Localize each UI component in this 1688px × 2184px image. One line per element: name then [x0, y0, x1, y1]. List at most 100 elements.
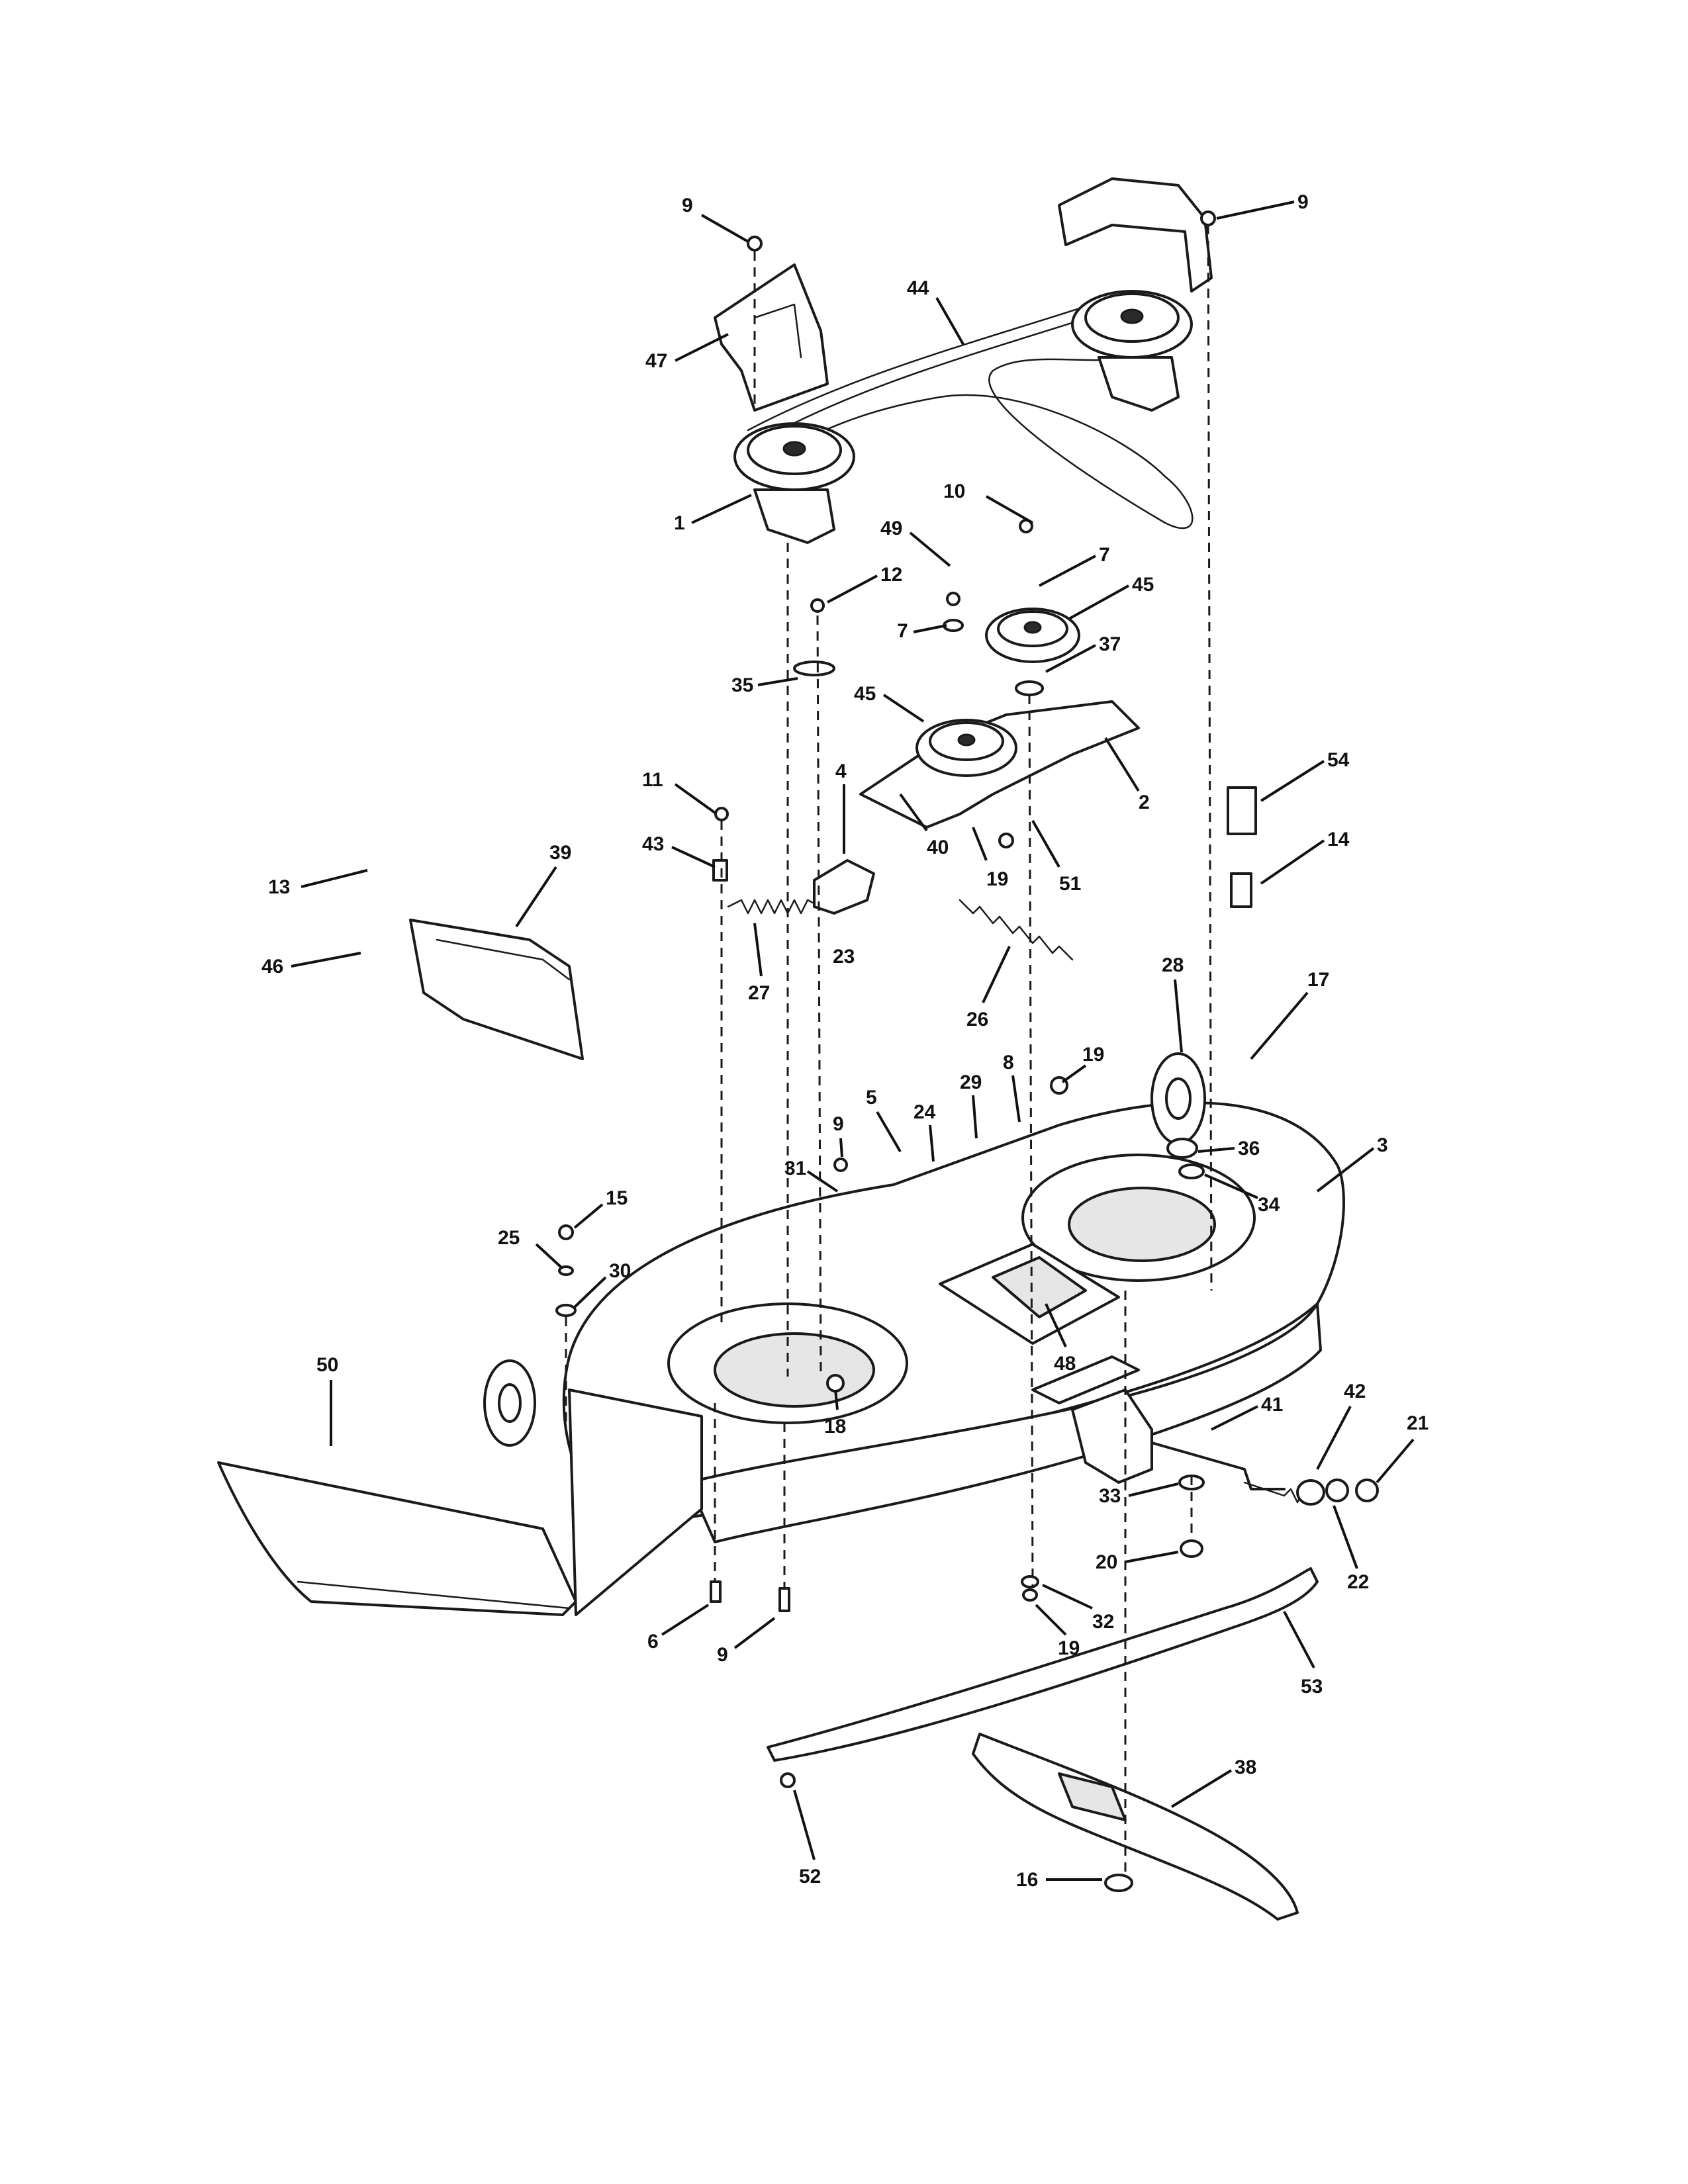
svg-text:7: 7 — [897, 620, 908, 642]
svg-text:3: 3 — [1377, 1134, 1388, 1156]
svg-text:17: 17 — [1307, 969, 1329, 991]
svg-text:43: 43 — [642, 833, 664, 855]
callout-16: 16 — [1016, 1869, 1102, 1891]
callout-37: 37 — [1045, 633, 1121, 673]
callout-24: 24 — [914, 1101, 936, 1162]
svg-text:20: 20 — [1096, 1551, 1117, 1573]
spindle-pulley-left — [733, 422, 855, 544]
callout-28: 28 — [1162, 954, 1184, 1053]
svg-text:26: 26 — [966, 1009, 988, 1030]
svg-text:24: 24 — [914, 1101, 936, 1123]
callout-6: 6 — [647, 1604, 710, 1653]
callout-14: 14 — [1260, 829, 1350, 885]
svg-text:36: 36 — [1238, 1138, 1260, 1160]
callout-42: 42 — [1316, 1381, 1366, 1470]
idler-pulley-lower — [915, 719, 1017, 777]
callout-22: 22 — [1333, 1505, 1369, 1593]
svg-text:31: 31 — [784, 1158, 806, 1179]
callout-15: 15 — [573, 1187, 628, 1229]
callout-53: 53 — [1283, 1611, 1323, 1698]
callout-44: 44 — [907, 277, 964, 345]
deck-shell — [562, 1101, 1345, 1543]
callout-19: 19 — [1061, 1044, 1104, 1083]
svg-text:5: 5 — [866, 1087, 877, 1109]
callout-10: 10 — [943, 480, 1033, 524]
svg-text:9: 9 — [833, 1113, 844, 1135]
lift-rod-41 — [1150, 1441, 1305, 1504]
callout-20: 20 — [1096, 1551, 1179, 1573]
svg-text:6: 6 — [647, 1631, 659, 1653]
stabilizer-bar-53 — [767, 1567, 1319, 1762]
svg-text:51: 51 — [1059, 873, 1081, 895]
callout-12: 12 — [827, 564, 902, 604]
callout-17: 17 — [1250, 969, 1329, 1060]
svg-text:19: 19 — [1082, 1044, 1104, 1066]
callout-9: 9 — [833, 1113, 844, 1158]
svg-text:18: 18 — [824, 1416, 846, 1437]
callout-52: 52 — [793, 1790, 821, 1888]
blade-38 — [972, 1733, 1299, 1921]
callout-3: 3 — [1316, 1134, 1388, 1193]
svg-text:25: 25 — [498, 1227, 520, 1249]
callout-38: 38 — [1170, 1756, 1256, 1808]
blade-nut-16 — [1104, 1874, 1133, 1892]
svg-text:7: 7 — [1099, 544, 1110, 566]
chute-bracket — [568, 1388, 703, 1616]
svg-text:11: 11 — [642, 769, 663, 791]
svg-text:19: 19 — [1058, 1637, 1080, 1659]
callout-27: 27 — [748, 923, 770, 1004]
svg-text:48: 48 — [1054, 1353, 1076, 1375]
belt-guard-left — [714, 263, 829, 412]
svg-text:46: 46 — [261, 956, 283, 978]
svg-text:22: 22 — [1347, 1571, 1369, 1593]
callout-51: 51 — [1031, 820, 1081, 895]
svg-text:39: 39 — [549, 842, 571, 864]
callout-45: 45 — [1068, 574, 1154, 620]
callout-25: 25 — [498, 1227, 563, 1269]
callout-30: 30 — [573, 1260, 631, 1308]
callout-8: 8 — [1003, 1052, 1021, 1122]
gauge-wheel-28 — [1150, 1052, 1206, 1145]
svg-text:42: 42 — [1344, 1381, 1366, 1402]
callout-19: 19 — [1035, 1604, 1080, 1659]
callout-13: 13 — [268, 869, 368, 898]
svg-text:10: 10 — [943, 480, 965, 502]
svg-text:21: 21 — [1407, 1412, 1429, 1434]
svg-text:9: 9 — [717, 1644, 728, 1666]
cover-39 — [409, 919, 584, 1060]
callout-46: 46 — [261, 952, 361, 978]
svg-text:9: 9 — [1297, 191, 1309, 213]
callout-39: 39 — [515, 842, 571, 928]
svg-text:35: 35 — [731, 674, 753, 696]
callout-11: 11 — [642, 769, 716, 814]
callout-35: 35 — [731, 674, 798, 696]
belt-guard-right — [1058, 177, 1213, 293]
svg-text:12: 12 — [880, 564, 902, 586]
callout-50: 50 — [316, 1354, 338, 1446]
svg-text:53: 53 — [1301, 1676, 1323, 1698]
assembly-lines — [565, 224, 1213, 1873]
svg-text:14: 14 — [1327, 829, 1350, 850]
svg-text:2: 2 — [1139, 792, 1150, 813]
callout-21: 21 — [1376, 1412, 1429, 1484]
callout-26: 26 — [966, 946, 1011, 1030]
discharge-chute-50 — [217, 1461, 577, 1616]
svg-text:19: 19 — [986, 868, 1008, 890]
svg-text:38: 38 — [1235, 1756, 1256, 1778]
callout-32: 32 — [1042, 1584, 1114, 1633]
svg-text:54: 54 — [1327, 749, 1350, 771]
svg-text:13: 13 — [268, 876, 290, 898]
callout-36: 36 — [1197, 1138, 1260, 1160]
callout-40: 40 — [899, 793, 949, 858]
spindle-pulley-right — [1071, 290, 1193, 412]
callout-5: 5 — [866, 1087, 902, 1153]
callout-29: 29 — [960, 1071, 982, 1139]
callout-2: 2 — [1104, 737, 1150, 813]
callout-4: 4 — [835, 760, 847, 854]
svg-text:16: 16 — [1016, 1869, 1038, 1891]
svg-text:29: 29 — [960, 1071, 982, 1093]
svg-text:8: 8 — [1003, 1052, 1014, 1073]
callout-54: 54 — [1260, 749, 1350, 802]
callouts: 9 9 44 47 1 10 49 7 45 12 7 37 35 45 2 5… — [261, 191, 1429, 1891]
svg-text:47: 47 — [645, 350, 667, 372]
